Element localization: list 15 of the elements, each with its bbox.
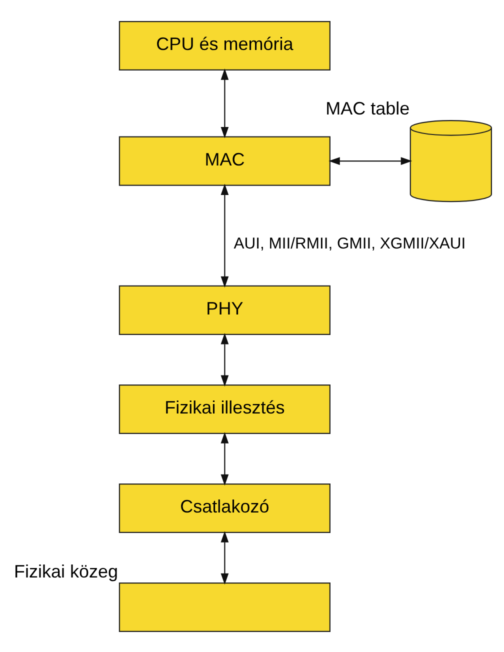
arrow: [220, 332, 229, 386]
node-box: [118, 582, 330, 632]
node-label: MAC table: [326, 98, 410, 118]
edge-label: AUI, MII/RMII, GMII, XGMII/XAUI: [234, 235, 466, 252]
node-box: PHY: [118, 284, 330, 334]
arrow: [328, 156, 412, 164]
node-box: Csatlakozó: [118, 483, 330, 533]
node-box: CPU és memória: [118, 20, 330, 70]
node-box: MAC: [118, 136, 330, 186]
node-label: Fizikai közeg: [14, 560, 118, 581]
arrow: [220, 183, 229, 288]
node-box: Fizikai illesztés: [118, 384, 330, 434]
arrow: [220, 68, 229, 138]
arrow: [220, 530, 229, 584]
arrow: [220, 432, 229, 486]
